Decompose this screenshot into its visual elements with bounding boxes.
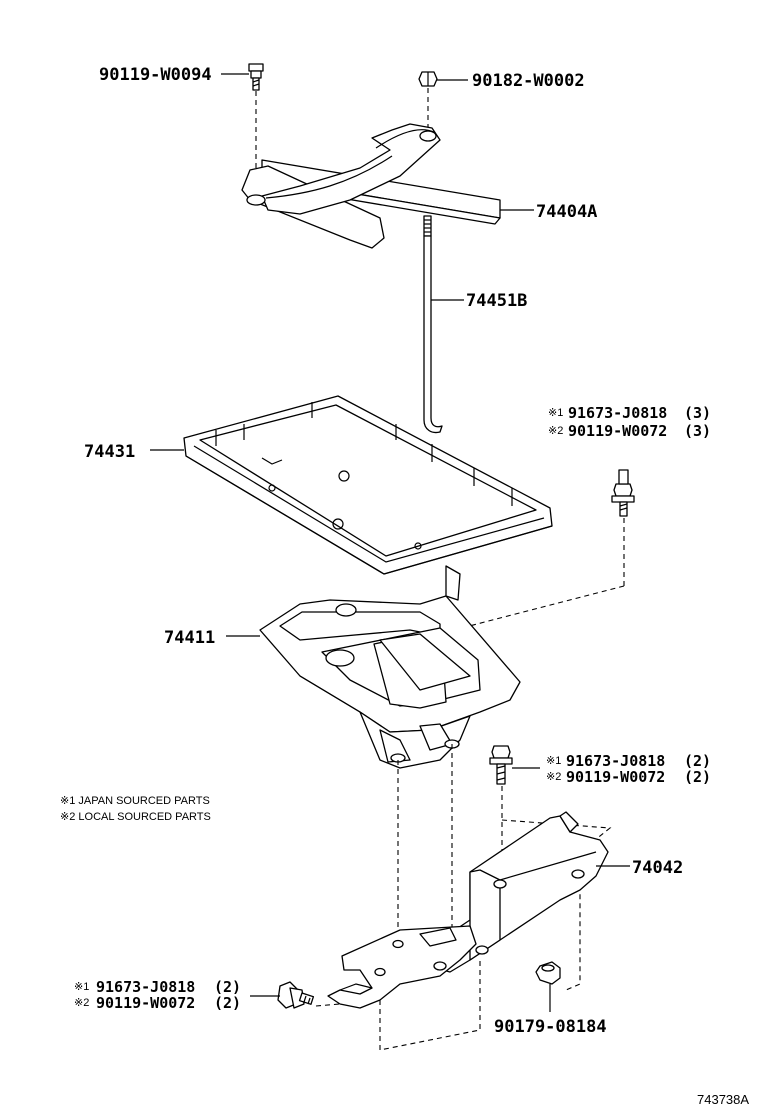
callout-bolt-c: ※1 91673-J0818 (2) ※2 90119-W0072 (2)	[74, 978, 241, 1012]
svg-text:(2): (2)	[214, 994, 241, 1012]
svg-text:※1: ※1	[546, 755, 561, 767]
svg-text:※2: ※2	[548, 425, 563, 437]
svg-text:(3): (3)	[684, 422, 711, 440]
callout-bolt-b: ※1 91673-J0818 (2) ※2 90119-W0072 (2)	[546, 752, 711, 786]
figure-id: 743738A	[697, 1092, 749, 1107]
label-bolt-top-left: 90119-W0094	[99, 65, 212, 85]
note-japan: ※1 JAPAN SOURCED PARTS	[60, 795, 210, 807]
svg-text:(2): (2)	[214, 978, 241, 996]
svg-text:91673-J0818: 91673-J0818	[96, 978, 195, 996]
svg-text:※2: ※2	[74, 997, 89, 1009]
callout-bolt-a: ※1 91673-J0818 (3) ※2 90119-W0072 (3)	[548, 404, 711, 440]
svg-text:※1: ※1	[548, 407, 563, 419]
battery-carrier	[259, 565, 521, 769]
svg-text:90119-W0072: 90119-W0072	[568, 422, 667, 440]
label-nut-top-right: 90182-W0002	[472, 71, 585, 91]
svg-text:(2): (2)	[684, 752, 711, 770]
svg-text:(2): (2)	[684, 768, 711, 786]
nut-bottom	[535, 961, 561, 985]
notes: ※1 JAPAN SOURCED PARTS ※2 LOCAL SOURCED …	[60, 795, 211, 823]
note-local: ※2 LOCAL SOURCED PARTS	[60, 811, 211, 823]
svg-text:90119-W0072: 90119-W0072	[96, 994, 195, 1012]
svg-text:(3): (3)	[684, 404, 711, 422]
svg-text:※1: ※1	[74, 981, 89, 993]
battery-hold-rod	[423, 215, 443, 434]
svg-text:90119-W0072: 90119-W0072	[566, 768, 665, 786]
svg-text:※2: ※2	[546, 771, 561, 783]
label-rod: 74451B	[466, 291, 527, 311]
label-nut-bottom: 90179-08184	[494, 1017, 607, 1037]
battery-clamp	[241, 123, 501, 249]
svg-text:91673-J0818: 91673-J0818	[568, 404, 667, 422]
label-clamp: 74404A	[536, 202, 597, 222]
bolt-a	[611, 469, 635, 517]
battery-tray	[183, 395, 553, 575]
bolt-b	[489, 745, 513, 785]
bolt-c	[277, 981, 315, 1009]
label-tray: 74431	[84, 442, 135, 462]
label-carrier: 74411	[164, 628, 215, 648]
nut-top-right	[418, 71, 438, 87]
bolt-top-left	[248, 63, 264, 91]
bracket	[327, 811, 609, 1009]
svg-text:91673-J0818: 91673-J0818	[566, 752, 665, 770]
label-bracket: 74042	[632, 858, 683, 878]
